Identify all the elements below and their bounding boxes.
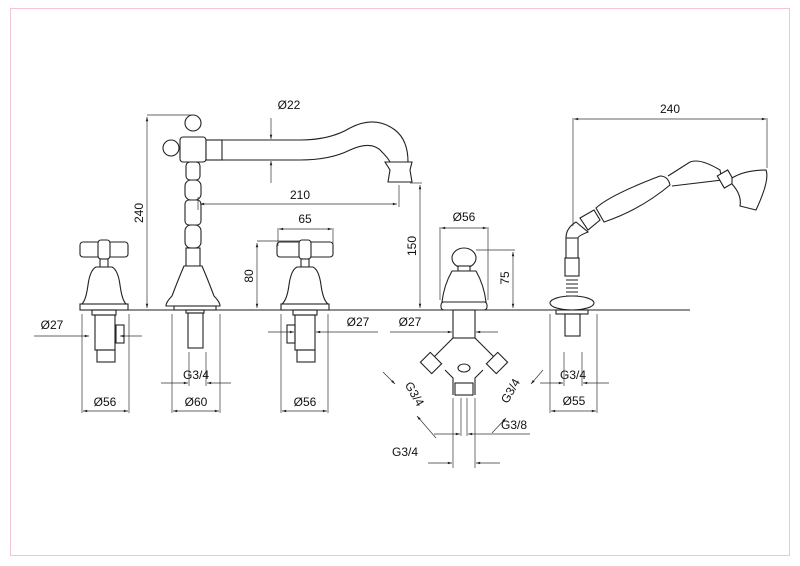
dim-handle-width: 65 bbox=[298, 212, 312, 226]
dim-spout-height: 240 bbox=[132, 203, 146, 223]
dim-spout-reach: 210 bbox=[290, 188, 310, 202]
dim-shower-thread: G3/4 bbox=[560, 368, 586, 382]
dim-spout-outlet-height: 150 bbox=[405, 236, 419, 256]
dim-diverter-diameter: Ø56 bbox=[453, 210, 476, 224]
left-valve bbox=[79, 239, 129, 363]
dim-shower-length: 240 bbox=[660, 102, 680, 116]
drawing-border bbox=[10, 8, 790, 556]
dim-diverter-left-thread: G3/4 bbox=[402, 379, 427, 409]
spout-column bbox=[162, 114, 413, 349]
dim-column-base: Ø60 bbox=[185, 395, 208, 409]
right-valve bbox=[276, 239, 334, 363]
hand-shower bbox=[549, 160, 768, 337]
dim-diverter-height: 75 bbox=[498, 271, 512, 285]
dim-diverter-shank: Ø27 bbox=[399, 315, 422, 329]
dim-diverter-bottom-thread: G3/4 bbox=[392, 445, 418, 459]
diverter bbox=[419, 247, 509, 396]
dim-diverter-right-thread: G3/4 bbox=[498, 376, 523, 406]
dimension-lines bbox=[34, 114, 768, 468]
dim-left-valve-shank: Ø27 bbox=[41, 318, 64, 332]
dim-right-valve-base: Ø56 bbox=[294, 395, 317, 409]
dim-shower-base: Ø55 bbox=[563, 394, 586, 408]
dim-diverter-bottom-thread-small: G3/8 bbox=[501, 418, 527, 432]
dim-spout-diameter: Ø22 bbox=[278, 98, 301, 112]
dim-left-valve-base: Ø56 bbox=[94, 395, 117, 409]
dim-right-valve-shank: Ø27 bbox=[347, 315, 370, 329]
dim-handle-height: 80 bbox=[242, 269, 256, 283]
dim-column-thread: G3/4 bbox=[183, 368, 209, 382]
